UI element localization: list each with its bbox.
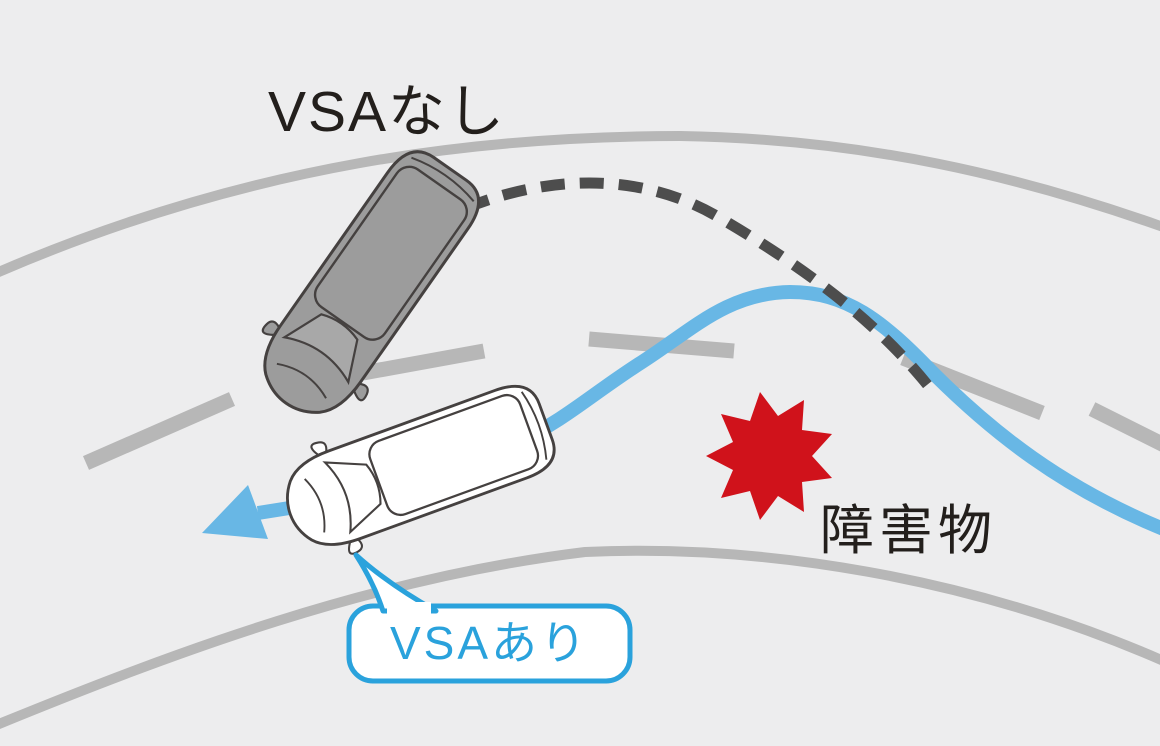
- car-rear-window-line: [411, 156, 475, 202]
- vsa-trajectory-arrowhead-icon: [202, 485, 268, 539]
- car-mirror-icon: [347, 538, 364, 555]
- car-rear-window-line: [520, 391, 548, 460]
- car-with-vsa: [285, 384, 556, 555]
- car-windshield: [281, 313, 359, 386]
- car-mirror-icon: [310, 441, 328, 456]
- speech-bubble: [346, 552, 633, 684]
- with-vsa-bubble-label: VSAあり: [389, 617, 590, 669]
- car-roof: [368, 393, 540, 517]
- car-windshield: [322, 461, 382, 535]
- speech-bubble-tail: [353, 552, 439, 614]
- lane-dash: [361, 343, 486, 381]
- obstacle-star-icon: [706, 392, 832, 520]
- car-hood-line: [304, 478, 326, 533]
- skid-trajectory-line: [463, 177, 935, 392]
- car-without-vsa: [261, 150, 481, 414]
- road-edge-top: [0, 130, 1160, 277]
- lane-dash: [1088, 402, 1160, 452]
- speech-bubble-box: [346, 603, 633, 684]
- lane-dash: [82, 392, 236, 470]
- lane-center-dashes: [82, 331, 1160, 470]
- car-roof: [313, 165, 469, 341]
- speech-bubble-patch: [387, 602, 431, 616]
- road-edge-bottom: [0, 545, 1160, 729]
- no-vsa-label: VSAなし: [268, 80, 507, 144]
- car-hood-line: [276, 362, 327, 399]
- obstacle-label: 障害物: [820, 501, 997, 561]
